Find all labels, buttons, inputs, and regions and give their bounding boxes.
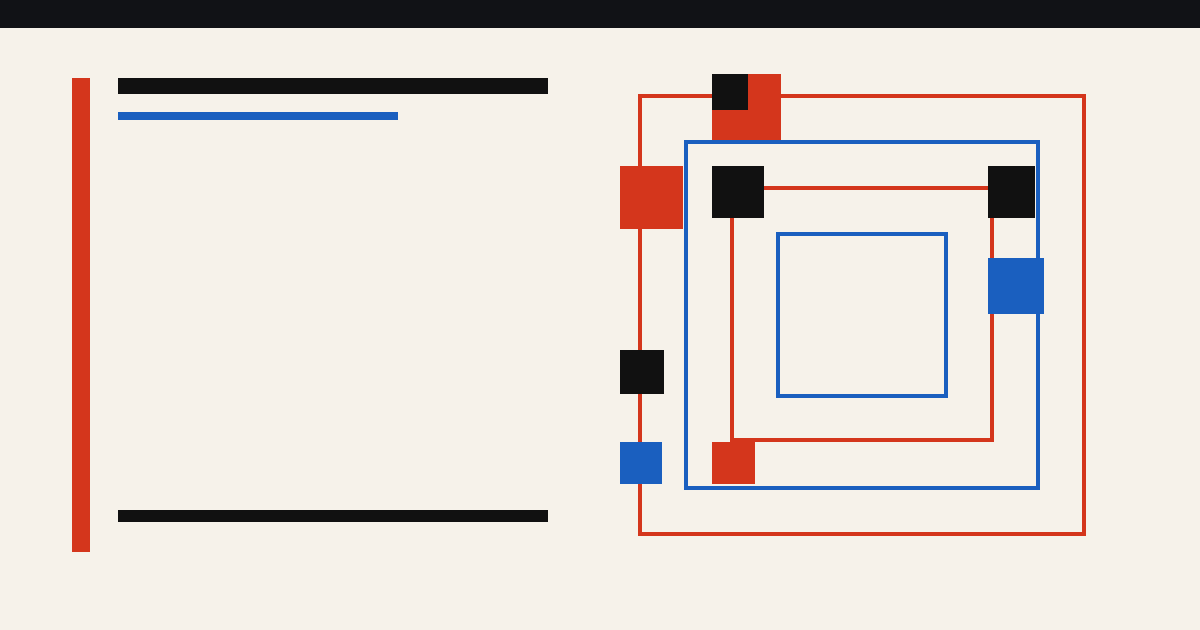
bottom-red-square xyxy=(712,442,755,484)
bottom-placeholder-bar xyxy=(118,510,548,522)
red-frame-3 xyxy=(730,186,994,442)
inner-black-square-right xyxy=(988,166,1035,218)
title-placeholder-bar xyxy=(118,78,548,94)
right-blue-square xyxy=(988,258,1044,314)
top-black-square xyxy=(712,74,748,110)
blue-frame-2 xyxy=(684,140,1040,490)
top-bar xyxy=(0,0,1200,28)
outer-red-frame xyxy=(638,94,1086,536)
inner-black-square-left xyxy=(712,166,764,218)
inner-blue-frame xyxy=(776,232,948,398)
left-blue-square xyxy=(620,442,662,484)
left-black-square xyxy=(620,350,664,394)
left-accent-bar xyxy=(72,78,90,552)
subtitle-placeholder-bar xyxy=(118,112,398,120)
left-red-square xyxy=(620,166,683,229)
